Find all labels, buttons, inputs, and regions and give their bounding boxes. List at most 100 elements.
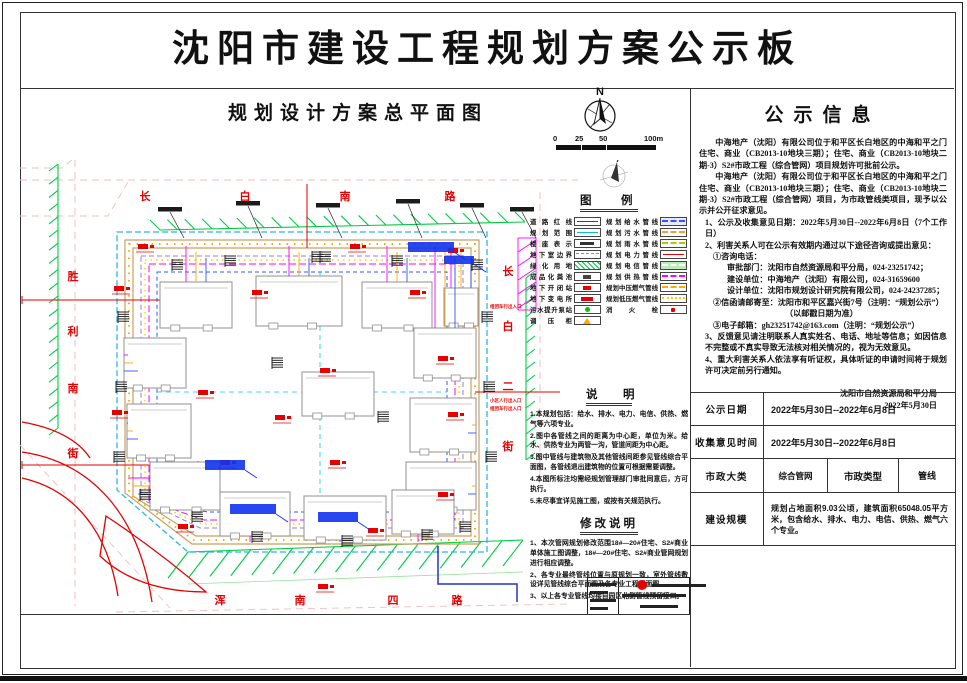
boundary-blue-segment bbox=[437, 546, 518, 602]
leader-annotations bbox=[158, 199, 537, 239]
table-row: 收集意见时间 2022年5月30日--2022年6月8日 bbox=[690, 425, 955, 458]
panel-divider bbox=[690, 88, 691, 667]
scale-tick: 25 bbox=[575, 134, 584, 143]
table-value: 规划占地面积9.03公顷，建筑面积65048.05平方米，包含给水、排水、电力、… bbox=[771, 503, 948, 535]
building-footprint bbox=[159, 281, 233, 332]
legend-item-label: 地下变电所 bbox=[530, 296, 572, 304]
leader-annotation bbox=[396, 199, 423, 239]
building-footprint bbox=[443, 287, 479, 330]
small-north-arrow-icon bbox=[599, 160, 629, 188]
dimension-stack bbox=[485, 451, 497, 463]
dimension-stack bbox=[113, 451, 125, 463]
legend-item-label: 规划污水管线 bbox=[606, 230, 658, 238]
red-annotation bbox=[176, 524, 194, 533]
legend-item: 规划低压燃气管线 bbox=[606, 294, 687, 304]
red-annotation bbox=[436, 492, 454, 501]
red-annotation bbox=[348, 244, 366, 253]
scale-bar: 0 25 50 100m bbox=[548, 134, 668, 156]
notes-list: 1.本规划包括：给水、排水、电力、电信、供热、燃气等六项专业。 2.图中各管线之间… bbox=[530, 410, 688, 506]
red-annotation bbox=[408, 290, 426, 299]
entrance-label: 小区人行出入口 bbox=[490, 397, 522, 404]
building-footprints bbox=[123, 275, 479, 544]
legend-item: 规划中压燃气管线 bbox=[606, 283, 687, 293]
legend-item: 规划雨水管线 bbox=[606, 239, 687, 249]
legend-item-label: 规划雨水管线 bbox=[606, 241, 658, 249]
red-annotation bbox=[112, 286, 130, 295]
legend-item-label: 污水提升泵站 bbox=[530, 307, 572, 315]
table-label: 收集意见时间 bbox=[690, 426, 764, 458]
table-value: 综合管网 bbox=[764, 459, 828, 492]
legend-item: 规划供热管线 bbox=[606, 272, 687, 282]
notice-line: 1、公示及收集意见日期：2022年5月30日--2022年6月8日（7个工作日） bbox=[705, 217, 947, 239]
public-notice-header: 公示信息 bbox=[764, 105, 881, 126]
legend-item: 规划电力管线 bbox=[606, 250, 687, 260]
legend: 图 例 道路红线规划范围楼座表示地下室边界绿化用地成品化粪池地下开闭站地下变电所… bbox=[530, 192, 688, 326]
dimension-stack bbox=[391, 255, 403, 267]
north-compass-icon: N bbox=[584, 86, 616, 132]
drawing-title-block bbox=[587, 577, 707, 615]
dimension-stack bbox=[115, 381, 127, 393]
dimension-stack bbox=[319, 251, 331, 263]
legend-item: 规划给水管线 bbox=[606, 217, 687, 227]
road-name-char: 南 bbox=[340, 189, 351, 203]
note-line: 2.图中各管线之间的距离为中心距，单位为米。给水、供热专业为两管一沟，管道间距为… bbox=[530, 432, 688, 450]
notice-line: 4、重大利害关系人依法享有听证权，具体听证的申请时间将于规划许可决定前另行通知。 bbox=[705, 354, 947, 376]
red-annotation bbox=[316, 584, 334, 593]
legend-item-label: 楼座表示 bbox=[530, 241, 572, 249]
legend-swatch-heating bbox=[660, 272, 687, 282]
legend-swatch-storm bbox=[660, 239, 687, 249]
building-footprint bbox=[301, 371, 375, 420]
legend-item: 地下变电所 bbox=[530, 294, 601, 304]
legend-swatch-extent bbox=[574, 228, 601, 238]
legend-item: 地下室边界 bbox=[530, 250, 601, 260]
red-annotation bbox=[110, 410, 128, 419]
legend-swatch-hydrant bbox=[660, 305, 687, 315]
revision-notes-header: 修改说明 bbox=[580, 515, 638, 536]
notes-block: 说 明 1.本规划包括：给水、排水、电力、电信、供热、燃气等六项专业。 2.图中各… bbox=[530, 386, 688, 604]
signature-date: 2022年5月30日 bbox=[884, 400, 937, 410]
dimension-stacks bbox=[113, 251, 497, 547]
title-divider bbox=[20, 88, 954, 89]
dimension-stack bbox=[191, 511, 203, 523]
blue-annotation bbox=[230, 504, 289, 523]
notes-header: 说 明 bbox=[586, 386, 635, 406]
road-name-char: 南 bbox=[68, 381, 79, 395]
legend-item: 成品化粪池 bbox=[530, 272, 601, 282]
scale-tick: 0 bbox=[553, 134, 558, 143]
notice-line: 3、反馈意见请注明联系人真实姓名、电话、地址等信息；如因信息不完整或不真实导致无… bbox=[705, 331, 947, 353]
dimension-stack bbox=[224, 255, 236, 267]
blue-annotation bbox=[318, 512, 371, 531]
note-line: 4.本图所标注均需经规划管理部门审批同意后，方可执行。 bbox=[530, 476, 688, 493]
road-name-char: 街 bbox=[502, 439, 514, 453]
legend-item-label: 调压柜 bbox=[530, 318, 572, 326]
legend-item: 楼座表示 bbox=[530, 239, 601, 249]
building-footprint bbox=[409, 397, 477, 456]
sheet-outer-border bbox=[2, 2, 963, 675]
legend-swatch-sewage bbox=[660, 228, 687, 238]
table-value: 管线 bbox=[917, 471, 936, 481]
legend-item: 地下开闭站 bbox=[530, 283, 601, 293]
entrance-label: 组团车行出入口 bbox=[490, 405, 522, 412]
dimension-stack bbox=[483, 381, 495, 393]
building-footprint bbox=[123, 337, 187, 392]
planning-extent-boundary bbox=[116, 231, 488, 553]
dimension-stack bbox=[481, 311, 493, 323]
dimension-stack bbox=[377, 411, 389, 423]
road-name-char: 二 bbox=[503, 381, 514, 393]
road-name-char: 白 bbox=[240, 189, 251, 203]
legend-swatch-road-red bbox=[574, 217, 601, 227]
drawing-title: 规划设计方案总平面图 bbox=[228, 103, 489, 124]
note-line: 3.图中管线与建筑物及其他管线间距参见管线综合平面图，各管线退出建筑物的位置可根… bbox=[530, 454, 688, 471]
notice-paragraphs: 中海地产（沈阳）有限公司位于和平区长白地区的中海和平之门住宅、商业（CB2013… bbox=[699, 137, 947, 377]
notice-line: ②信函请邮寄至：沈阳市和平区嘉兴街7号（注明：“规划公示”） bbox=[713, 297, 944, 307]
legend-swatch-basement bbox=[574, 250, 601, 260]
road-name-char: 路 bbox=[452, 593, 464, 607]
leader-annotation bbox=[236, 201, 263, 239]
note-line: 1.本规划包括：给水、排水、电力、电信、供热、燃气等六项专业。 bbox=[530, 411, 688, 428]
notice-line: 设计单位：沈阳市规划设计研究院有限公司，024-24237285； bbox=[727, 286, 945, 296]
red-annotation bbox=[446, 412, 464, 421]
notice-line: （以邮戳日期为准） bbox=[785, 309, 858, 319]
red-annotation bbox=[318, 368, 336, 377]
legend-header: 图 例 bbox=[580, 192, 638, 212]
